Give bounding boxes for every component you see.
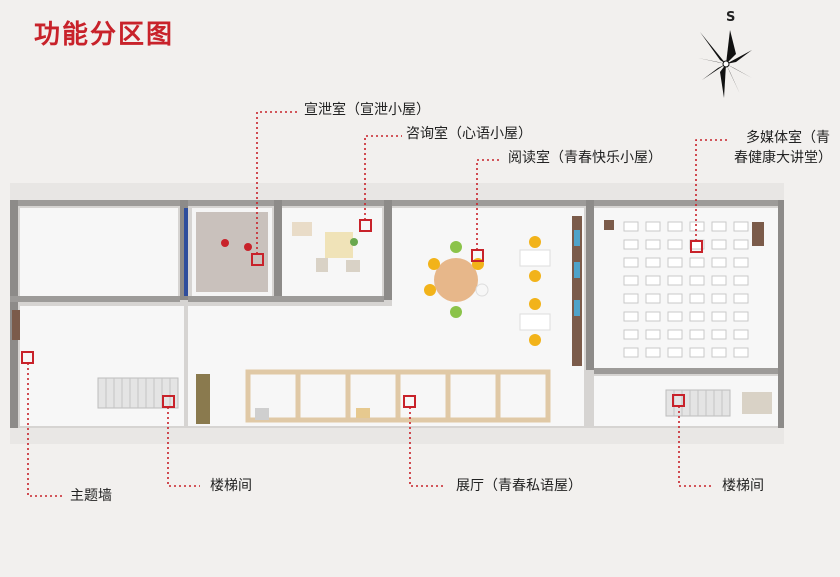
label-media-room: 多媒体室（青春健康大讲堂）: [734, 130, 832, 166]
label-theme-wall: 主题墙: [70, 488, 112, 504]
label-stairs-left: 楼梯间: [210, 478, 252, 494]
label-reading-room: 阅读室（青春快乐小屋）: [508, 150, 662, 166]
label-consult-room: 咨询室（心语小屋）: [406, 126, 532, 142]
label-exhibit-hall: 展厅（青春私语屋）: [456, 478, 582, 494]
label-stairs-right: 楼梯间: [722, 478, 764, 494]
label-venting-room: 宣泄室（宣泄小屋）: [304, 102, 430, 118]
compass-rose-icon: [698, 30, 752, 98]
compass-label: S: [726, 10, 736, 25]
page-title: 功能分区图: [34, 20, 175, 50]
